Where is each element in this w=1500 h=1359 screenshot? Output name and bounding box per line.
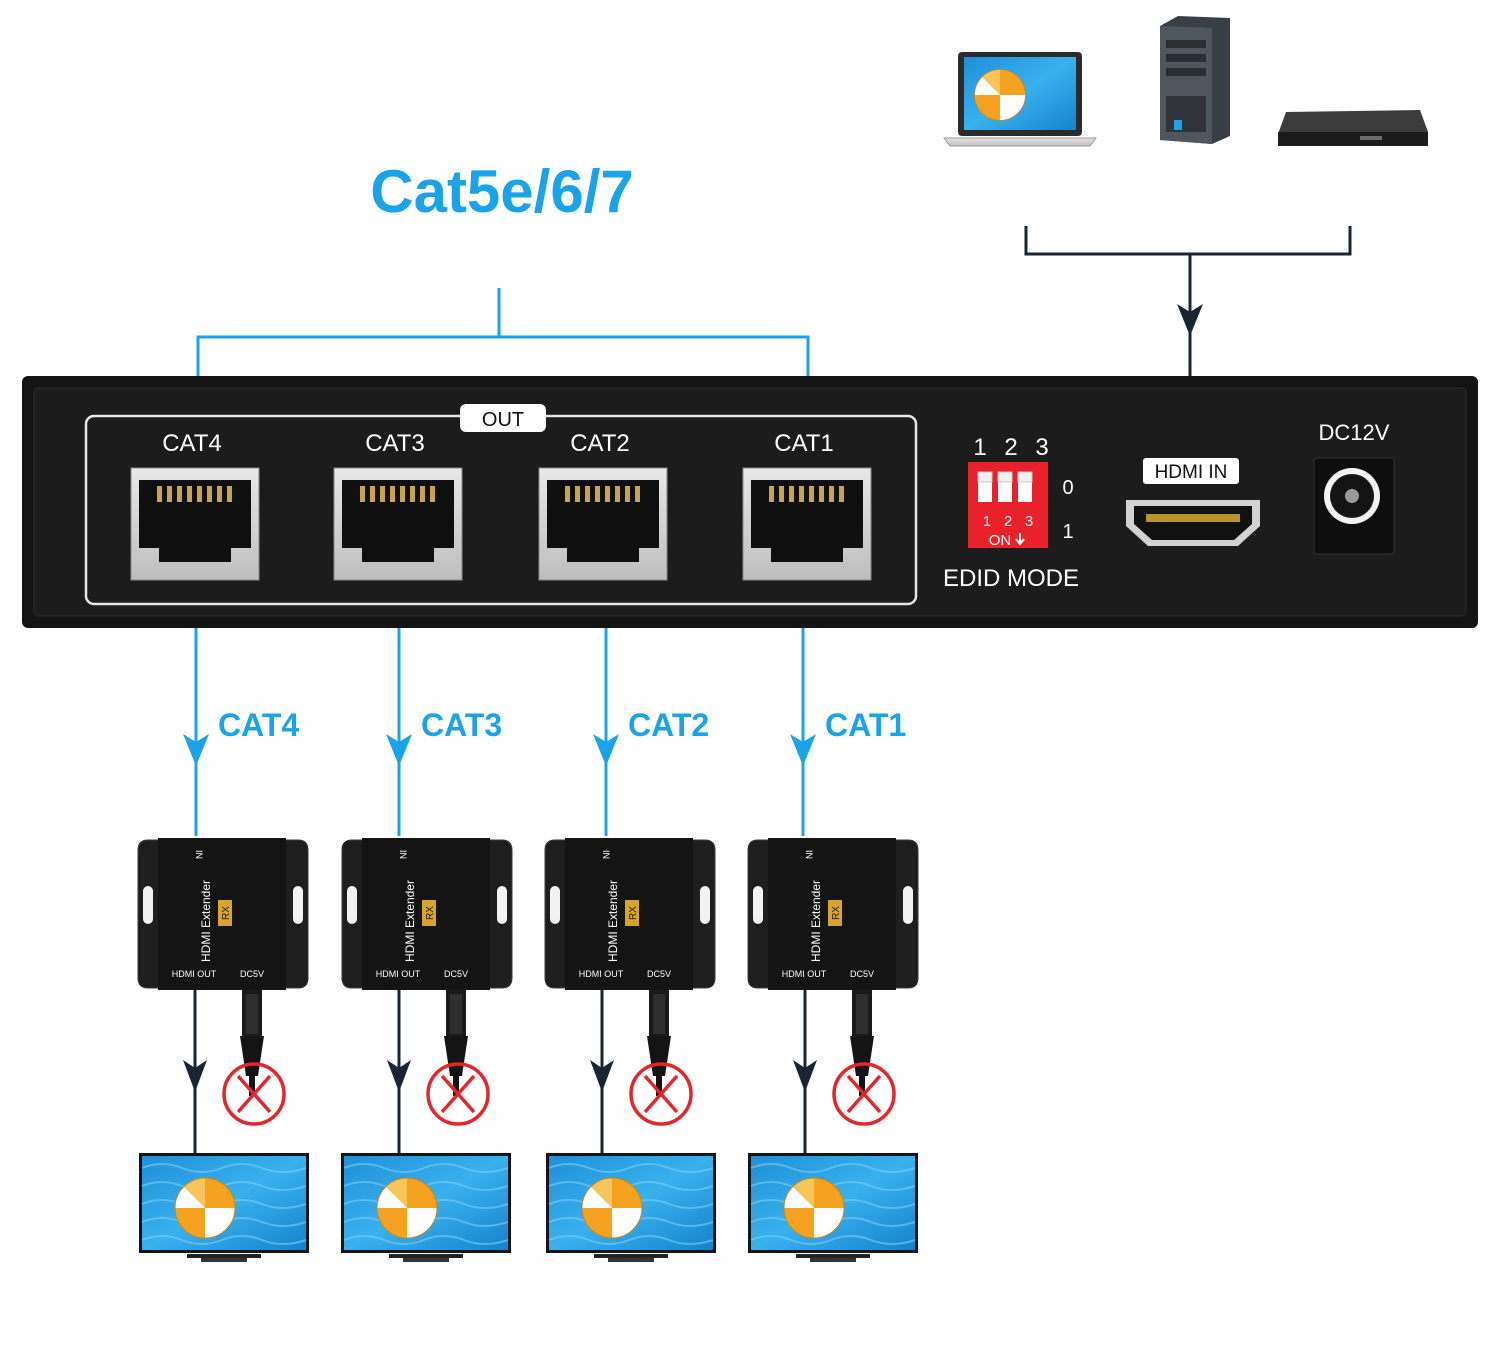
rj45-port-cat1[interactable]: CAT1	[739, 430, 875, 581]
receiver-dc5v-label: DC5V	[850, 969, 874, 979]
receiver-hdmi-out-label: HDMI OUT	[782, 969, 827, 979]
laptop-icon	[943, 52, 1097, 147]
receiver-hdmi-out-label: HDMI OUT	[579, 969, 624, 979]
rx-badge	[422, 900, 436, 926]
source-input-arrow	[1177, 304, 1203, 336]
receiver-hdmi-out-label: HDMI OUT	[172, 969, 217, 979]
receiver-title: HDMI Extender	[809, 880, 823, 962]
hdmi-splitter-device: OUT CAT4 CAT3 CAT2 CAT1 1 2 3 1 2 3 ON 0 1 …	[22, 376, 1478, 628]
cable-arrow-icon	[386, 734, 412, 766]
hdmi-extender-receiver: IN HDMI Extender RX HDMI OUT DC5V	[137, 838, 309, 990]
cable-label: CAT3	[421, 707, 502, 743]
cable-arrow-icon	[593, 734, 619, 766]
rx-badge	[218, 900, 232, 926]
receiver-in-label: IN	[398, 850, 408, 859]
hdmi-in-port[interactable]	[1126, 500, 1260, 546]
port-label: CAT1	[774, 430, 834, 457]
source-input-bracket	[1024, 226, 1352, 378]
receiver-in-label: IN	[601, 850, 611, 859]
hdmi-extender-receiver: IN HDMI Extender RX HDMI OUT DC5V	[341, 838, 513, 990]
out-badge	[460, 404, 546, 432]
port-label: CAT3	[365, 430, 425, 457]
receiver-hdmi-out-label: HDMI OUT	[376, 969, 421, 979]
hdmi-output-arrow-icon	[793, 1060, 817, 1092]
dc12v-label: DC12V	[1319, 420, 1390, 445]
rj45-port-cat3[interactable]: CAT3	[330, 430, 466, 581]
receiver-dc5v-label: DC5V	[444, 969, 468, 979]
forbidden-icon	[222, 1062, 286, 1126]
receiver-dc5v-label: DC5V	[647, 969, 671, 979]
dvd-player-icon	[1278, 110, 1428, 146]
rj45-port-cat2[interactable]: CAT2	[535, 430, 671, 581]
port-label: CAT2	[570, 430, 630, 457]
tv-display-icon	[546, 1153, 716, 1262]
cable-label: CAT1	[825, 707, 906, 743]
dip-on-arrow-icon	[1015, 533, 1025, 546]
cable-arrow-icon	[790, 734, 816, 766]
hdmi-in-label: HDMI IN	[1155, 462, 1228, 483]
tv-display-icon	[139, 1153, 309, 1262]
hdmi-extender-receiver: IN HDMI Extender RX HDMI OUT DC5V	[544, 838, 716, 990]
rx-badge-label: RX	[628, 906, 639, 920]
dip-number-2: 2	[1004, 434, 1017, 461]
dip-state-0: 0	[1062, 477, 1073, 499]
dip-inner-number-1: 1	[983, 513, 991, 530]
port-label: CAT4	[162, 430, 222, 457]
forbidden-icon	[629, 1062, 693, 1126]
edid-mode-label: EDID MODE	[943, 565, 1079, 592]
cable-type-heading: Cat5e/6/7	[370, 158, 634, 225]
hdmi-output-arrow-icon	[590, 1060, 614, 1092]
receiver-title: HDMI Extender	[199, 880, 213, 962]
forbidden-icon	[426, 1062, 490, 1126]
receiver-title: HDMI Extender	[403, 880, 417, 962]
hdmi-output-arrow-icon	[387, 1060, 411, 1092]
tv-display-icon	[748, 1153, 918, 1262]
hdmi-output-arrow-icon	[183, 1060, 207, 1092]
rx-badge-label: RX	[831, 906, 842, 920]
cat-cable-bracket	[196, 288, 810, 378]
rx-badge-label: RX	[221, 906, 232, 920]
edid-dip-switch[interactable]: 1 2 3 1 2 3 ON 0 1 EDID MODE	[943, 434, 1079, 592]
dc12v-power-jack[interactable]	[1313, 457, 1395, 555]
dip-number-1: 1	[973, 434, 986, 461]
dip-inner-number-2: 2	[1004, 513, 1012, 530]
rx-badge	[828, 900, 842, 926]
rx-badge	[625, 900, 639, 926]
receiver-in-label: IN	[194, 850, 204, 859]
forbidden-icon	[832, 1062, 896, 1126]
dip-inner-number-3: 3	[1025, 513, 1033, 530]
rj45-port-cat4[interactable]: CAT4	[127, 430, 263, 581]
cable-label: CAT2	[628, 707, 709, 743]
desktop-tower-icon	[1160, 16, 1230, 144]
receiver-dc5v-label: DC5V	[240, 969, 264, 979]
receiver-in-label: IN	[804, 850, 814, 859]
cable-arrow-icon	[183, 734, 209, 766]
receiver-title: HDMI Extender	[606, 880, 620, 962]
dip-on-label: ON	[989, 532, 1012, 549]
cable-label: CAT4	[218, 707, 299, 743]
rx-badge-label: RX	[425, 906, 436, 920]
hdmi-extender-receiver: IN HDMI Extender RX HDMI OUT DC5V	[747, 838, 919, 990]
out-label: OUT	[482, 409, 524, 431]
dip-state-1: 1	[1062, 521, 1073, 543]
hdmi-in-label-box	[1143, 458, 1239, 484]
dip-number-3: 3	[1035, 434, 1048, 461]
tv-display-icon	[341, 1153, 511, 1262]
